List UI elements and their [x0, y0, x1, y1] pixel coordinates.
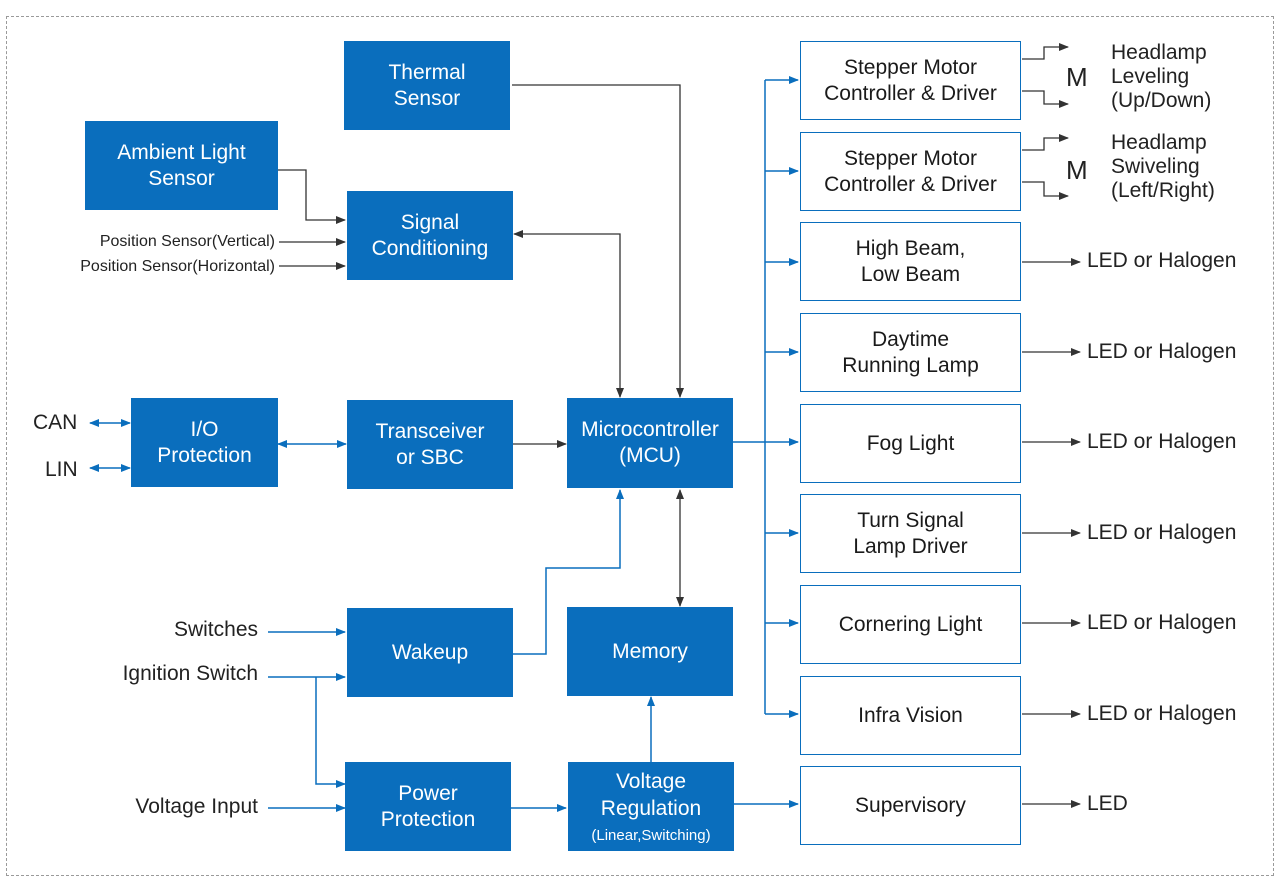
ambient-light-sensor-label: Ambient Light Sensor: [117, 140, 246, 190]
voltage-regulation-block: Voltage Regulation (Linear,Switching): [568, 762, 734, 851]
ambient-light-sensor-block: Ambient Light Sensor: [85, 121, 278, 210]
driver-block-infra-vision: Infra Vision: [800, 676, 1021, 755]
wire-ignition-to-power: [315, 677, 346, 788]
driver-label: Infra Vision: [858, 703, 963, 727]
wire-out-2-down: [1022, 181, 1069, 200]
power-protection-block: Power Protection: [345, 762, 511, 851]
wire-out-1-down: [1022, 90, 1069, 108]
io-protection-block: I/O Protection: [131, 398, 278, 487]
driver-label: High Beam, Low Beam: [855, 236, 966, 286]
motor-symbol: M: [1066, 155, 1088, 185]
wire-out-2-up: [1022, 134, 1069, 151]
memory-block: Memory: [567, 607, 733, 696]
output-lamp-label: LED or Halogen: [1087, 340, 1237, 363]
thermal-sensor-label: Thermal Sensor: [388, 60, 466, 110]
diagram-frame: [6, 16, 1274, 876]
wire-wakeup-to-mcu: [513, 489, 624, 655]
mcu-block: Microcontroller (MCU): [567, 398, 733, 488]
driver-block-swiveling: Stepper Motor Controller & Driver: [800, 132, 1021, 211]
wire-signal-mcu: [513, 230, 624, 398]
driver-label: Turn Signal Lamp Driver: [853, 508, 968, 558]
can-label: CAN: [33, 411, 78, 434]
driver-label: Stepper Motor Controller & Driver: [824, 146, 997, 196]
driver-block-daytime-running: Daytime Running Lamp: [800, 313, 1021, 392]
lin-label: LIN: [45, 458, 78, 481]
memory-label: Memory: [612, 639, 688, 663]
thermal-sensor-block: Thermal Sensor: [344, 41, 510, 130]
io-protection-label: I/O Protection: [157, 417, 252, 467]
driver-block-leveling: Stepper Motor Controller & Driver: [800, 41, 1021, 120]
position-sensor-horizontal-label: Position Sensor(Horizontal): [80, 258, 275, 275]
driver-block-turn-signal: Turn Signal Lamp Driver: [800, 494, 1021, 573]
driver-label: Fog Light: [866, 431, 955, 455]
output-lamp-label: LED or Halogen: [1087, 521, 1237, 544]
voltage-input-label: Voltage Input: [135, 795, 258, 818]
wakeup-label: Wakeup: [391, 640, 469, 664]
wire-thermal-to-mcu: [512, 84, 684, 398]
driver-block-cornering: Cornering Light: [800, 585, 1021, 664]
output-headlamp-leveling: Headlamp Leveling (Up/Down): [1111, 41, 1212, 112]
position-sensor-vertical-label: Position Sensor(Vertical): [99, 233, 275, 250]
driver-block-fog-light: Fog Light: [800, 404, 1021, 483]
output-lamp-label: LED or Halogen: [1087, 702, 1237, 725]
signal-conditioning-label: Signal Conditioning: [371, 210, 489, 260]
transceiver-block: Transceiver or SBC: [347, 400, 513, 489]
mcu-label: Microcontroller (MCU): [581, 418, 719, 467]
output-lamp-label: LED or Halogen: [1087, 249, 1237, 272]
driver-block-supervisory: Supervisory: [800, 766, 1021, 845]
ignition-switch-label: Ignition Switch: [122, 662, 258, 685]
voltage-regulation-sublabel: (Linear,Switching): [591, 826, 711, 844]
wire-out-1-up: [1022, 43, 1069, 60]
signal-conditioning-block: Signal Conditioning: [347, 191, 513, 280]
switches-label: Switches: [173, 618, 258, 641]
wakeup-block: Wakeup: [347, 608, 513, 697]
driver-label: Supervisory: [855, 793, 966, 817]
driver-label: Cornering Light: [838, 612, 983, 636]
driver-block-high-low-beam: High Beam, Low Beam: [800, 222, 1021, 301]
power-protection-label: Power Protection: [380, 781, 476, 831]
motor-symbol: M: [1066, 62, 1088, 92]
driver-label: Stepper Motor Controller & Driver: [824, 55, 997, 105]
output-lamp-label: LED or Halogen: [1087, 430, 1237, 453]
output-headlamp-swiveling: Headlamp Swiveling (Left/Right): [1111, 131, 1215, 202]
wire-ambient-to-signal: [278, 169, 346, 224]
output-led-label: LED: [1087, 792, 1128, 815]
driver-label: Daytime Running Lamp: [842, 327, 979, 377]
output-lamp-label: LED or Halogen: [1087, 611, 1237, 634]
transceiver-label: Transceiver or SBC: [375, 419, 485, 469]
voltage-regulation-label: Voltage Regulation: [600, 769, 702, 820]
